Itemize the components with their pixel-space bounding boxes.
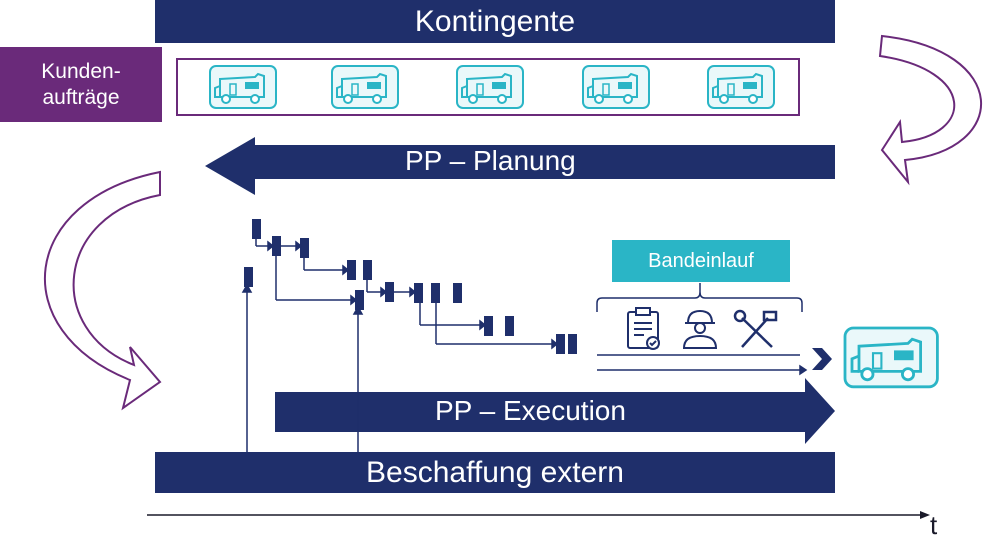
- bracket: [596, 283, 803, 312]
- process-block: [556, 334, 565, 354]
- chevron-right-icon: [812, 348, 832, 370]
- clipboard-icon: [627, 307, 660, 350]
- kontingente-bar: Kontingente: [155, 0, 835, 43]
- beschaffung-bar: Beschaffung extern: [155, 452, 835, 493]
- motorhome-icon: [843, 326, 939, 389]
- process-block: [453, 283, 462, 303]
- customer-orders-label-line1: Kunden-: [41, 59, 121, 83]
- customer-orders-box: Kunden- aufträge: [0, 47, 162, 122]
- customer-orders-label-line2: aufträge: [42, 85, 120, 109]
- motorhome-icon: [456, 65, 524, 109]
- process-block: [347, 260, 356, 280]
- motorhome-icon: [209, 65, 277, 109]
- bandeinlauf-box: Bandeinlauf: [612, 240, 790, 282]
- motorhome-icon: [707, 65, 775, 109]
- process-block: [272, 236, 281, 256]
- process-block: [484, 316, 493, 336]
- motorhome-icon: [331, 65, 399, 109]
- bandeinlauf-label: Bandeinlauf: [648, 249, 754, 272]
- kontingente-label: Kontingente: [414, 4, 576, 38]
- process-block: [385, 282, 394, 302]
- tools-icon: [733, 309, 778, 348]
- worker-icon: [682, 309, 718, 349]
- process-block: [355, 290, 364, 310]
- process-block: [568, 334, 577, 354]
- process-network: [244, 219, 577, 354]
- process-block: [300, 238, 309, 258]
- process-block: [252, 219, 261, 239]
- process-block: [505, 316, 514, 336]
- planning-arrow: [205, 137, 835, 195]
- execution-arrow: [275, 378, 835, 444]
- beschaffung-label: Beschaffung extern: [366, 455, 624, 489]
- feedback-curved-arrow-left: [44, 170, 162, 411]
- process-block: [431, 283, 440, 303]
- process-block: [414, 283, 423, 303]
- motorhome-icon: [582, 65, 650, 109]
- process-connectors: [241, 239, 808, 452]
- feedback-curved-arrow-right: [878, 34, 983, 186]
- planning-label: PP – Planung: [405, 145, 576, 176]
- time-axis-label: t: [930, 510, 938, 540]
- process-block: [244, 267, 253, 287]
- time-axis-arrowhead: [920, 511, 930, 519]
- process-block: [363, 260, 372, 280]
- execution-label: PP – Execution: [435, 395, 626, 426]
